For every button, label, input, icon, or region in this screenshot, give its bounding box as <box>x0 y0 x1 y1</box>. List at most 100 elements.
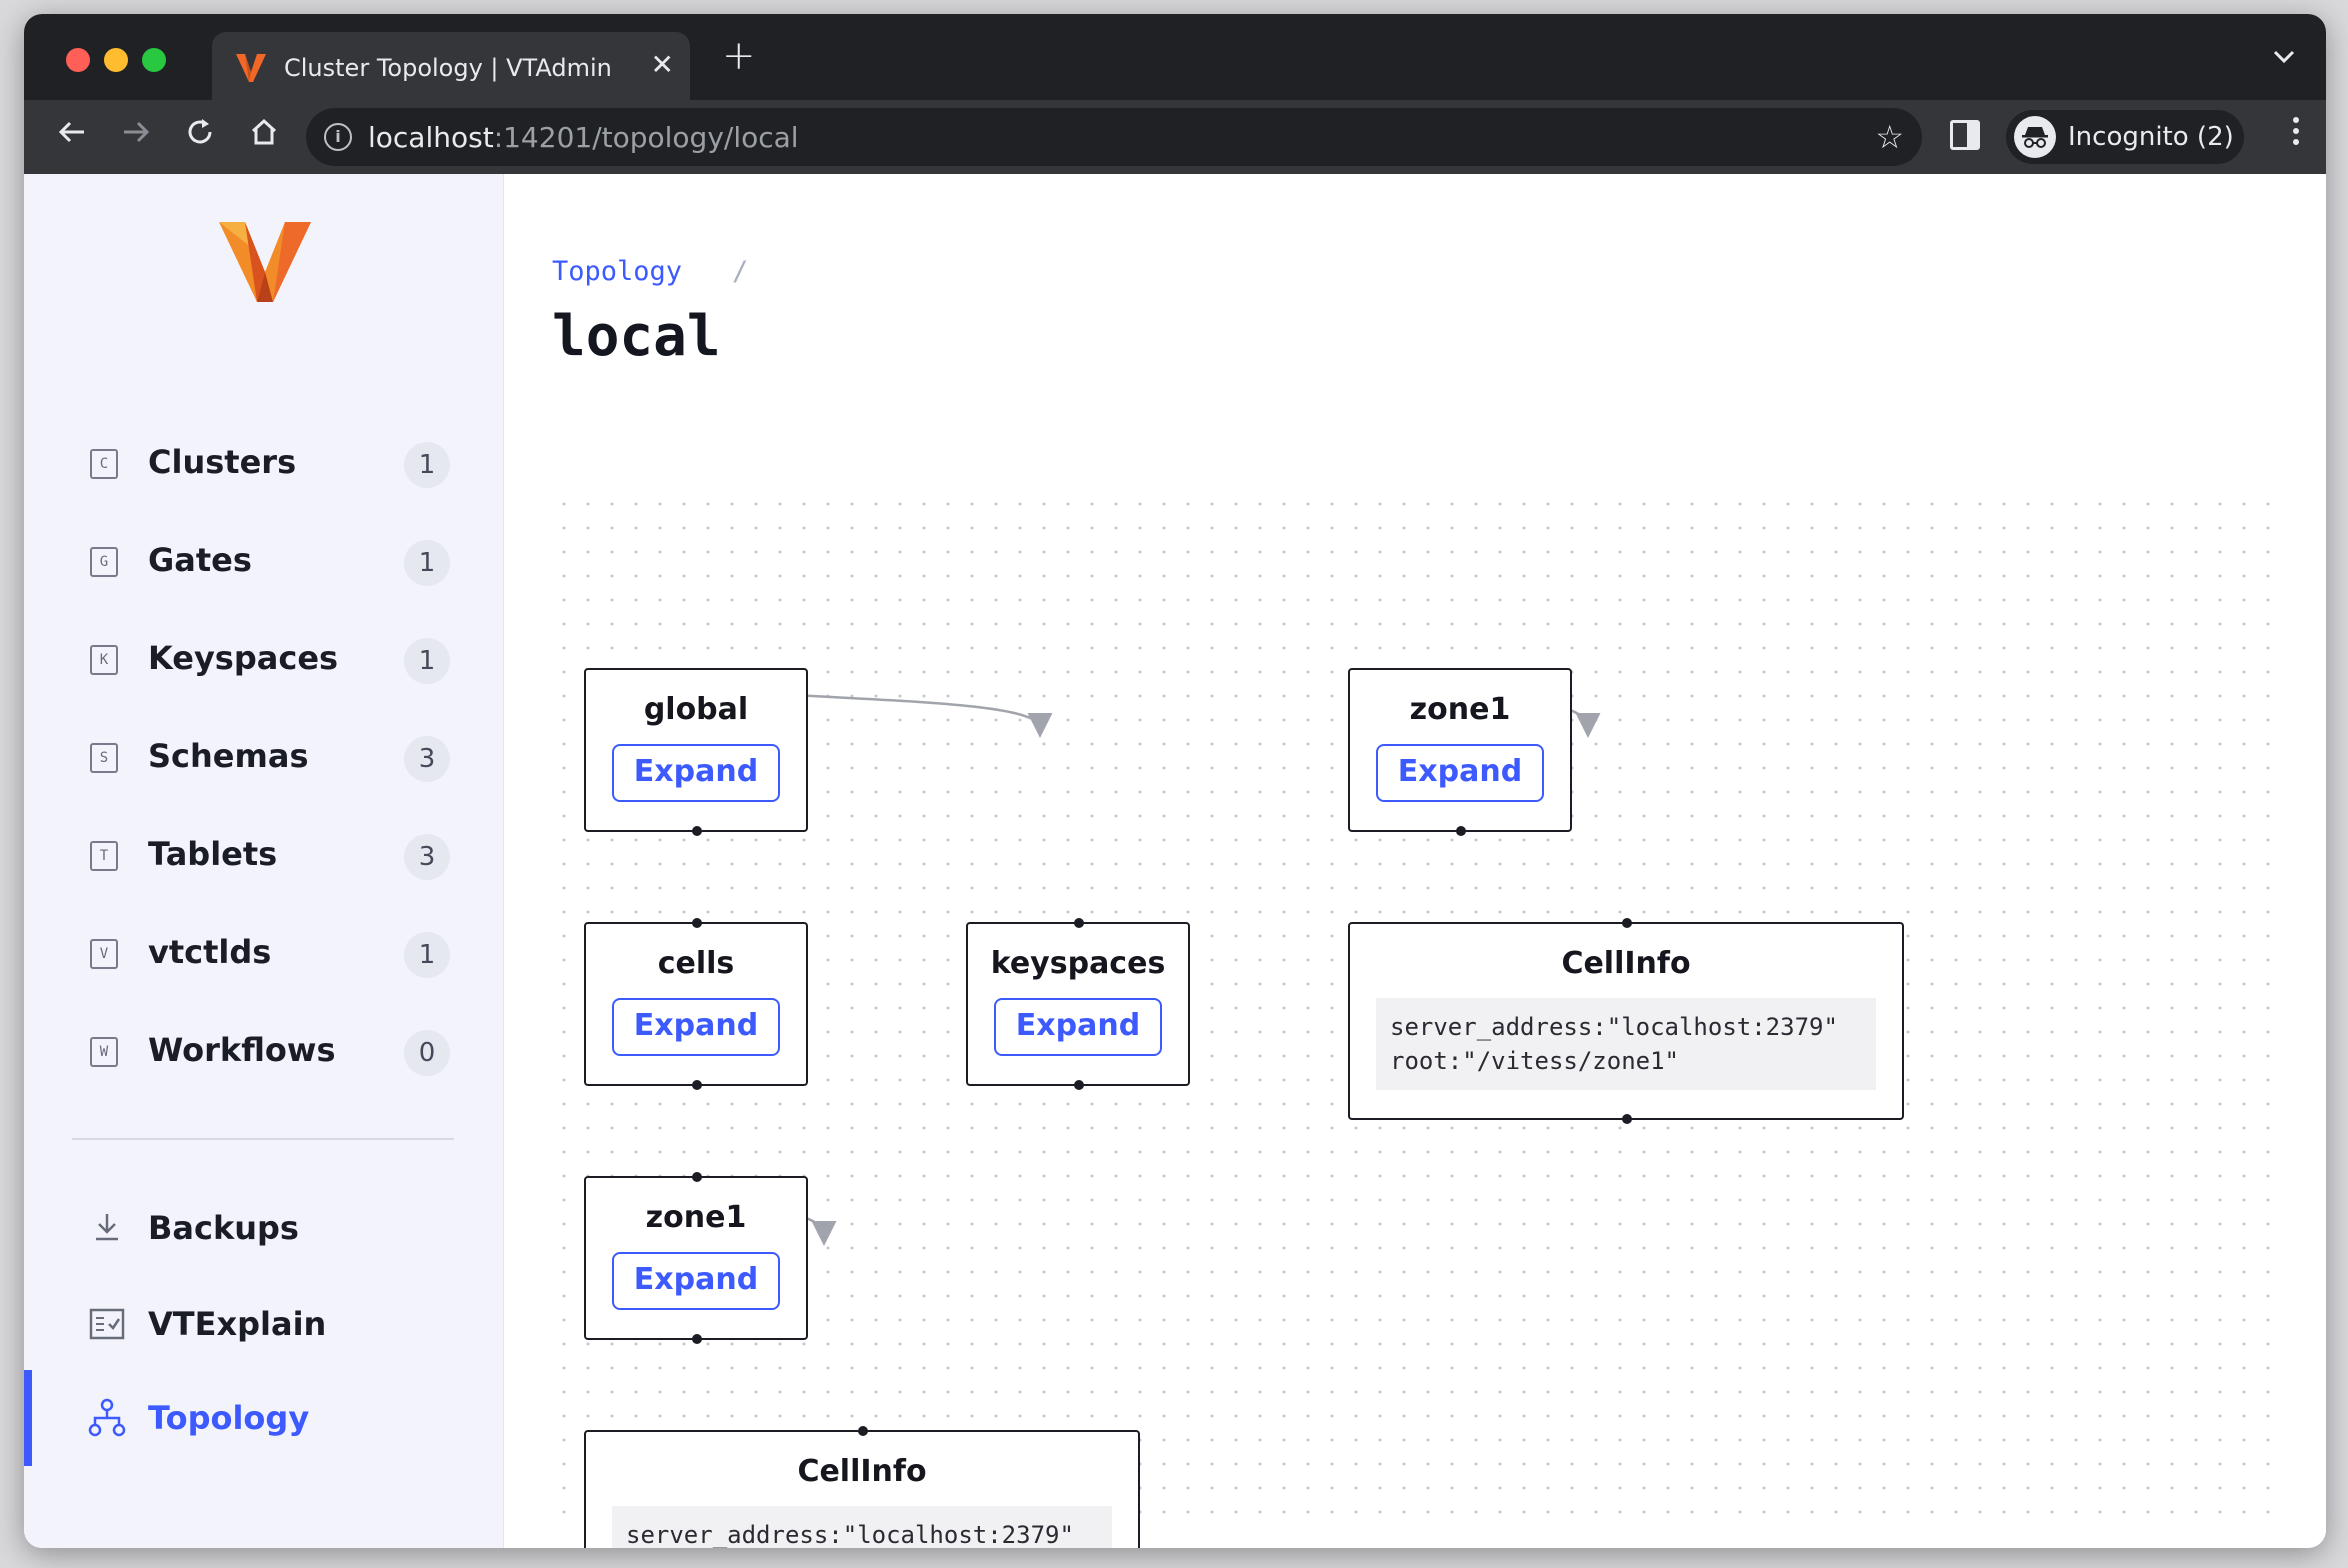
count-badge: 0 <box>404 1030 450 1076</box>
checklist-icon <box>89 1308 125 1340</box>
count-badge: 1 <box>404 638 450 684</box>
source-handle[interactable] <box>1456 826 1466 836</box>
sidebar-item-label: Clusters <box>148 443 297 481</box>
forward-arrow-icon[interactable] <box>116 116 156 156</box>
vtadmin-app: C Clusters 1 G Gates 1 K Keyspaces 1 S S… <box>24 174 2326 1548</box>
active-indicator <box>24 1370 32 1466</box>
address-bar[interactable]: i localhost:14201/topology/local ☆ <box>306 108 1922 166</box>
hotkey-c-icon: C <box>90 449 118 479</box>
cellinfo-root: root:"/vitess/zone1" <box>1390 1047 1679 1075</box>
hotkey-g-icon: G <box>90 547 118 577</box>
sidebar-item-clusters[interactable]: C Clusters 1 <box>24 428 504 494</box>
maximize-window-button[interactable] <box>142 48 166 72</box>
sidebar-item-schemas[interactable]: S Schemas 3 <box>24 722 504 788</box>
side-panel-icon[interactable] <box>1950 120 1980 150</box>
count-badge: 1 <box>404 540 450 586</box>
tab-search-chevron-icon[interactable] <box>2272 42 2296 72</box>
cellinfo-details: server_address:"localhost:2379"root:"/vi… <box>612 1506 1112 1548</box>
close-window-button[interactable] <box>66 48 90 72</box>
hotkey-s-icon: S <box>90 743 118 773</box>
expand-button[interactable]: Expand <box>1376 744 1544 802</box>
kebab-menu-icon[interactable] <box>2292 116 2300 157</box>
download-icon <box>96 1214 118 1241</box>
cellinfo-server-address: server_address:"localhost:2379" <box>626 1521 1074 1548</box>
sidebar-item-label: Keyspaces <box>148 639 339 677</box>
source-handle[interactable] <box>1074 1080 1084 1090</box>
url-text[interactable]: localhost:14201/topology/local <box>368 121 799 154</box>
sidebar-item-label: Schemas <box>148 737 309 775</box>
target-handle[interactable] <box>858 1426 868 1436</box>
star-icon[interactable]: ☆ <box>1875 118 1904 156</box>
expand-button[interactable]: Expand <box>612 744 780 802</box>
source-handle[interactable] <box>1622 1114 1632 1124</box>
incognito-label: Incognito (2) <box>2068 122 2234 152</box>
main-content: Topology / local <box>504 174 2326 1548</box>
sidebar-item-topology[interactable]: Topology <box>24 1370 504 1466</box>
target-handle[interactable] <box>692 918 702 928</box>
sidebar-item-gates[interactable]: G Gates 1 <box>24 526 504 592</box>
hotkey-t-icon: T <box>90 841 118 871</box>
sidebar-item-workflows[interactable]: W Workflows 0 <box>24 1016 504 1082</box>
cellinfo-server-address: server_address:"localhost:2379" <box>1390 1013 1838 1041</box>
browser-toolbar: i localhost:14201/topology/local ☆ Incog… <box>24 100 2326 174</box>
target-handle[interactable] <box>1622 918 1632 928</box>
minimize-window-button[interactable] <box>104 48 128 72</box>
browser-tab[interactable]: Cluster Topology | VTAdmin ✕ <box>212 32 690 100</box>
sidebar-item-label: Backups <box>148 1209 299 1247</box>
sidebar-item-backups[interactable]: Backups <box>24 1194 504 1260</box>
target-handle[interactable] <box>692 1172 702 1182</box>
node-global[interactable]: global Expand <box>584 668 808 836</box>
close-tab-icon[interactable]: ✕ <box>650 48 674 81</box>
node-zone1-global[interactable]: zone1 Expand <box>1348 668 1572 836</box>
topology-icon <box>88 1398 126 1437</box>
node-title: CellInfo <box>1561 946 1691 981</box>
sidebar-item-label: Gates <box>148 541 252 579</box>
node-zone1[interactable]: zone1 Expand <box>584 1172 808 1344</box>
vitess-logo <box>219 222 311 302</box>
source-handle[interactable] <box>692 1334 702 1344</box>
source-handle[interactable] <box>692 1080 702 1090</box>
node-cellinfo-zone1[interactable]: CellInfo server_address:"localhost:2379"… <box>1348 918 1904 1124</box>
page-title: local <box>552 304 721 369</box>
count-badge: 3 <box>404 736 450 782</box>
node-title: zone1 <box>645 1200 747 1235</box>
node-cellinfo[interactable]: CellInfo server_address:"localhost:2379"… <box>584 1426 1140 1548</box>
breadcrumb-topology-link[interactable]: Topology <box>552 256 683 287</box>
count-badge: 1 <box>404 442 450 488</box>
expand-button[interactable]: Expand <box>612 1252 780 1310</box>
node-title: global <box>643 692 749 727</box>
cellinfo-details: server_address:"localhost:2379" root:"/vi… <box>1376 998 1876 1090</box>
node-keyspaces[interactable]: keyspaces Expand <box>966 918 1190 1090</box>
sidebar-item-label: Tablets <box>148 835 278 873</box>
target-handle[interactable] <box>1074 918 1084 928</box>
sidebar-item-tablets[interactable]: T Tablets 3 <box>24 820 504 886</box>
info-icon[interactable]: i <box>324 123 352 151</box>
sidebar-item-label: VTExplain <box>148 1305 327 1343</box>
node-title: keyspaces <box>990 946 1166 981</box>
expand-button[interactable]: Expand <box>994 998 1162 1056</box>
vitess-favicon-icon <box>236 54 266 82</box>
sidebar-item-keyspaces[interactable]: K Keyspaces 1 <box>24 624 504 690</box>
source-handle[interactable] <box>692 826 702 836</box>
node-title: zone1 <box>1409 692 1511 727</box>
browser-window: Cluster Topology | VTAdmin ✕ + i localho… <box>24 14 2326 1548</box>
hotkey-w-icon: W <box>90 1037 118 1067</box>
node-title: CellInfo <box>797 1454 927 1489</box>
topology-graph-canvas[interactable]: global Expand cells Expand keyspaces Exp… <box>552 492 2272 1548</box>
expand-button[interactable]: Expand <box>612 998 780 1056</box>
sidebar: C Clusters 1 G Gates 1 K Keyspaces 1 S S… <box>24 174 504 1548</box>
back-arrow-icon[interactable] <box>52 116 92 156</box>
new-tab-button[interactable]: + <box>722 33 756 79</box>
incognito-badge[interactable]: Incognito (2) <box>2006 110 2244 164</box>
sidebar-item-vtctlds[interactable]: V vtctlds 1 <box>24 918 504 984</box>
sidebar-item-vtexplain[interactable]: VTExplain <box>24 1290 504 1356</box>
home-icon[interactable] <box>244 116 284 156</box>
count-badge: 1 <box>404 932 450 978</box>
sidebar-item-label: Workflows <box>148 1031 336 1069</box>
tab-title: Cluster Topology | VTAdmin <box>284 54 612 82</box>
node-cells[interactable]: cells Expand <box>584 918 808 1090</box>
tab-strip: Cluster Topology | VTAdmin ✕ + <box>24 14 2326 100</box>
sidebar-item-label: Topology <box>148 1399 310 1437</box>
reload-icon[interactable] <box>180 116 220 156</box>
count-badge: 3 <box>404 834 450 880</box>
